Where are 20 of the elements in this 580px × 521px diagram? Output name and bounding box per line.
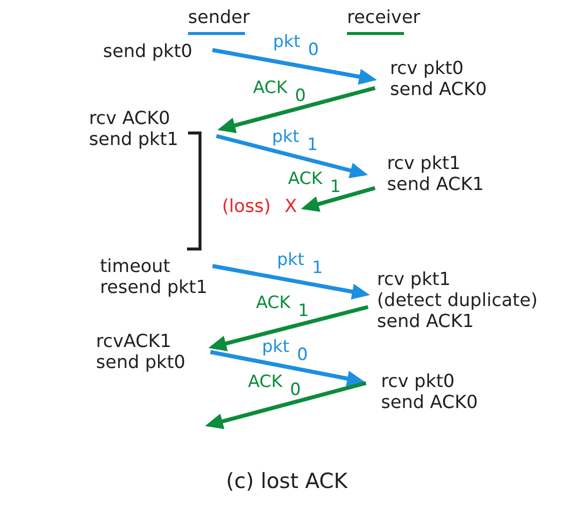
event-label: timeout resend pkt1 [100, 256, 208, 298]
event-label: rcv pkt1 send ACK1 [387, 153, 484, 195]
arrow [217, 86, 376, 134]
event-label: rcv ACK0 send pkt1 [89, 108, 212, 150]
arrow [212, 48, 377, 85]
event-label: rcv pkt0 send ACK0 [381, 371, 478, 413]
event-label: send pkt0 [103, 41, 192, 62]
arrow [210, 350, 365, 386]
event-label: rcvACK1 send pkt0 [96, 331, 186, 373]
arrow [212, 264, 370, 300]
event-label: rcv pkt0 send ACK0 [390, 58, 487, 100]
legend-label: sender [188, 7, 250, 28]
legend-label: receiver [347, 7, 420, 28]
arrow [208, 305, 368, 352]
arrow [216, 134, 368, 178]
event-label: rcv pkt1 (detect duplicate) send ACK1 [377, 269, 538, 332]
caption: (c) lost ACK [226, 469, 348, 494]
loss-label: (loss) X [222, 196, 297, 217]
arrow [300, 186, 376, 212]
arrow [205, 381, 367, 430]
